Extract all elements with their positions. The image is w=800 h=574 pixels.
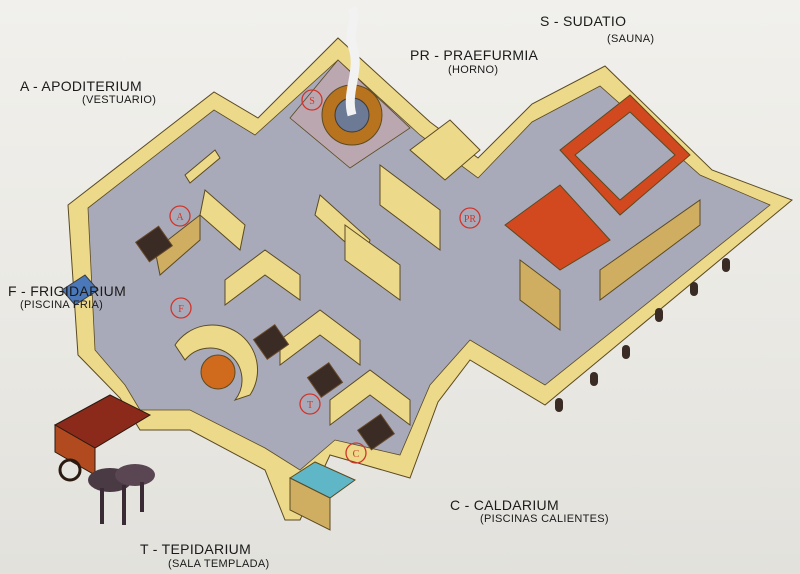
pool-grid — [134, 225, 174, 263]
marker-a: A — [169, 205, 191, 227]
svg-text:S: S — [309, 96, 315, 107]
marker-f: F — [170, 297, 192, 319]
pool-grid — [252, 324, 290, 360]
label-tepidarium-sub: (SALA TEMPLADA) — [168, 558, 270, 570]
label-tepidarium: T - TEPIDARIUM — [140, 541, 251, 557]
tepidarium-apse — [174, 324, 259, 402]
marker-pr: PR — [459, 207, 481, 229]
svg-text:PR: PR — [464, 214, 477, 225]
label-sudatio-sub: (SAUNA) — [607, 33, 654, 45]
label-caldarium: C - CALDARIUM — [450, 497, 559, 513]
marker-s: S — [301, 89, 323, 111]
marker-c: C — [345, 442, 367, 464]
facade-windows — [555, 258, 730, 412]
pool-grid — [306, 362, 344, 398]
label-apoditerium: A - APODITERIUM — [20, 78, 142, 94]
label-caldarium-sub: (PISCINAS CALIENTES) — [480, 513, 609, 525]
round-pool — [200, 354, 236, 390]
marker-t: T — [299, 393, 321, 415]
label-frigidarium: F - FRIGIDARIUM — [8, 283, 126, 299]
horse-cart — [53, 394, 155, 525]
label-frigidarium-sub: (PISCINA FRIA) — [20, 299, 103, 311]
svg-text:C: C — [353, 449, 360, 460]
label-sudatio: S - SUDATIO — [540, 13, 626, 29]
svg-text:T: T — [307, 400, 313, 411]
interior-walls — [154, 119, 701, 426]
svg-text:F: F — [178, 304, 184, 315]
steam-plume — [345, 5, 360, 117]
pool-grid — [356, 413, 396, 451]
sauna-room-floor — [574, 111, 676, 201]
label-praefurmia-sub: (HORNO) — [448, 64, 498, 76]
cold-pool — [61, 274, 99, 306]
svg-text:A: A — [176, 212, 184, 223]
sauna-room-lower — [504, 184, 611, 271]
caldarium-pool-wall — [289, 477, 331, 531]
label-apoditerium-sub: (VESTUARIO) — [82, 94, 156, 106]
label-praefurmia: PR - PRAEFURMIA — [410, 47, 539, 63]
